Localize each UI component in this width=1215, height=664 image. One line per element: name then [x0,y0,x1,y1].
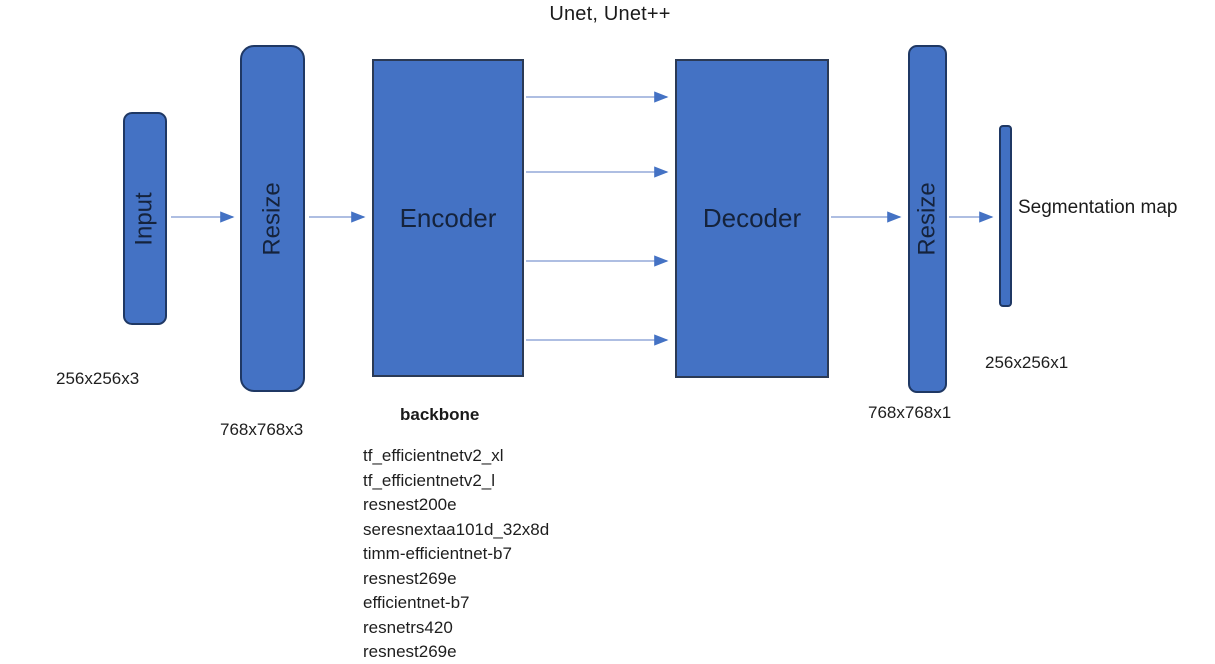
resize-post-block: Resize [908,45,947,393]
resize-post-block-label: Resize [913,182,941,256]
decoder-block-label: Decoder [702,203,802,233]
input-block-label: Input [131,191,159,246]
decoder-block: Decoder [675,59,829,378]
input-dims-label: 256x256x3 [56,369,140,388]
encoder-block: Encoder [372,59,524,377]
backbone-item: tf_efficientnetv2_l [363,470,495,490]
resize-pre-dims-label: 768x768x3 [220,420,304,439]
encoder-block-label: Encoder [399,202,497,233]
backbone-item: resnest269e [363,568,457,588]
resize-pre-block-label: Resize [258,181,286,256]
backbone-item: seresnextaa101d_32x8d [363,519,550,539]
backbone-item: resnest269e [363,642,457,661]
resize-pre-block: Resize [240,45,305,392]
backbone-item: efficientnet-b7 [363,593,470,612]
resize-post-dims-label: 768x768x1 [868,403,952,422]
segmentation-map-dims-label: 256x256x1 [985,353,1069,372]
diagram-title: Unet, Unet++ [549,3,671,25]
backbone-item: resnest200e [363,495,457,514]
backbone-item: timm-efficientnet-b7 [363,544,512,563]
input-block: Input [123,112,167,325]
backbone-header: backbone [400,405,480,424]
segmentation-map-label: Segmentation map [1018,197,1178,218]
backbone-item: resnetrs420 [363,617,453,637]
segmentation-map-bar [999,125,1012,307]
backbone-item: tf_efficientnetv2_xl [363,446,504,465]
